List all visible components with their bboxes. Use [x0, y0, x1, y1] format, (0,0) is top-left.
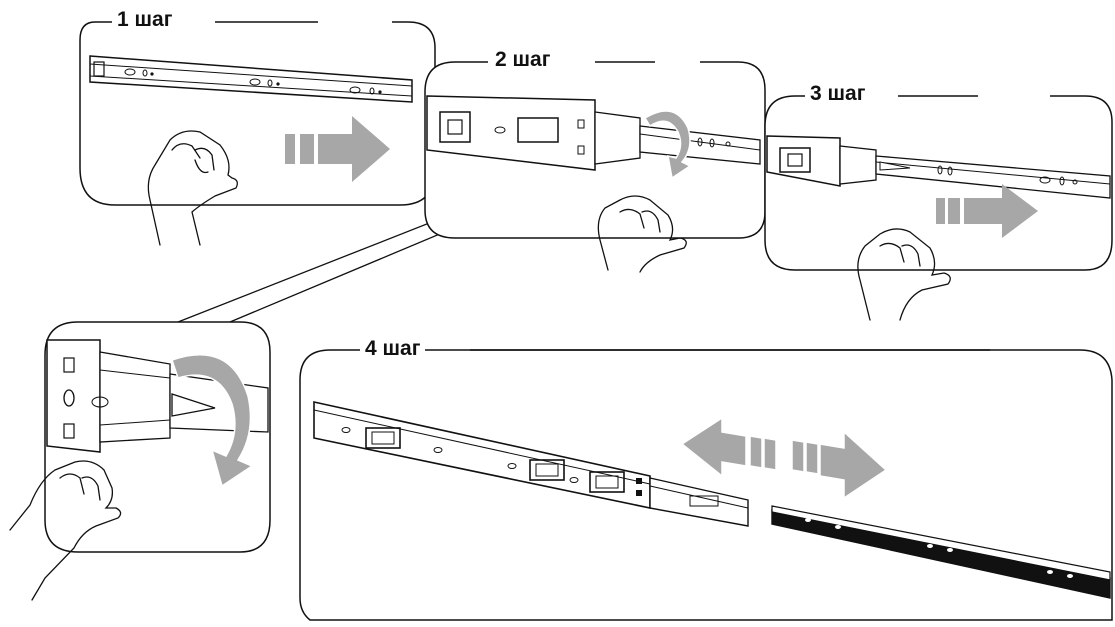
panel-step-4-content	[313, 349, 1111, 599]
drawer-slide-rail-icon	[426, 95, 761, 171]
step-1-label: 1 шаг	[112, 8, 178, 32]
drawer-slide-rail-icon	[313, 401, 749, 527]
step-4-label: 4 шаг	[360, 337, 426, 361]
left-arrow-icon	[680, 416, 777, 478]
push-arrow-icon	[285, 116, 390, 182]
panel-step-4	[299, 349, 1113, 621]
push-arrow-icon	[936, 184, 1038, 238]
step-3-label: 3 шаг	[805, 82, 871, 106]
drawer-slide-rail-icon	[89, 55, 413, 103]
panel-step-1	[79, 21, 436, 246]
hand-icon	[597, 195, 687, 273]
panel-step-3	[764, 95, 1113, 321]
rotate-arrow-icon	[643, 110, 692, 180]
drawer-slide-rail-icon	[766, 135, 1111, 199]
hand-icon	[147, 130, 238, 246]
right-arrow-icon	[791, 430, 888, 500]
detached-rail-icon	[771, 505, 1111, 599]
step-2-label: 2 шаг	[490, 48, 556, 72]
rotate-arrow-icon	[171, 353, 254, 488]
hand-icon	[9, 460, 122, 601]
zoom-detail-content	[9, 339, 269, 601]
hand-icon	[857, 228, 951, 321]
panel-step-2	[424, 61, 766, 273]
